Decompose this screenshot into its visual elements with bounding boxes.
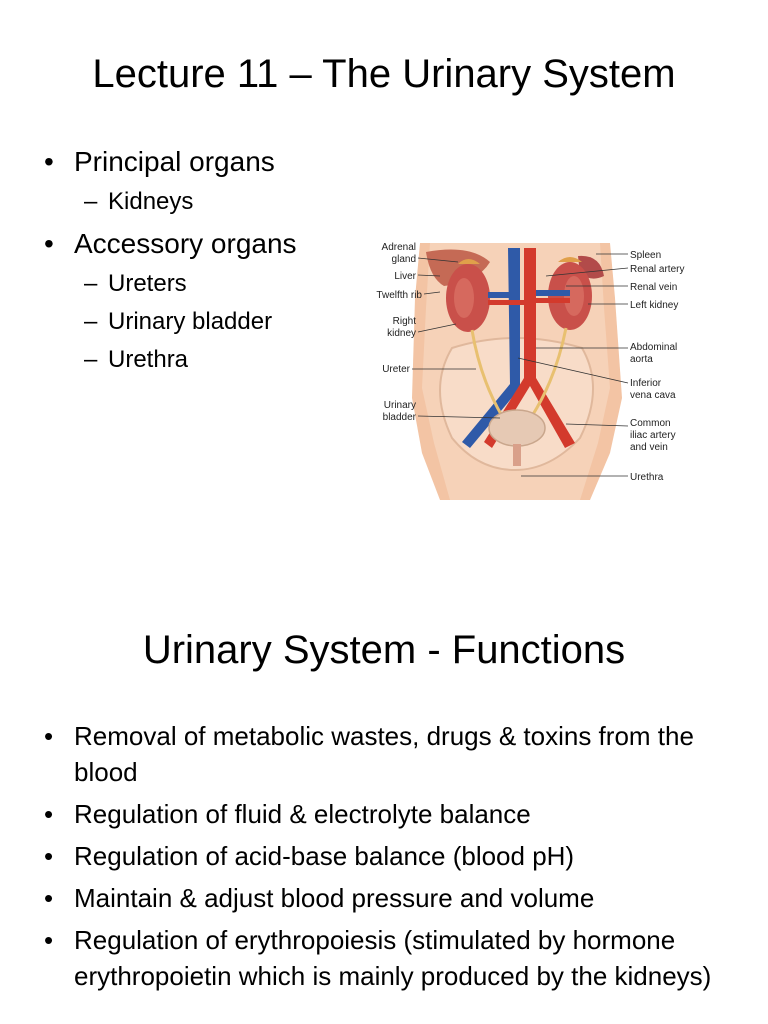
- sub-bullet-urinary-bladder: Urinary bladder: [0, 307, 360, 337]
- bullet-fluid-electrolyte: Regulation of fluid & electrolyte balanc…: [0, 796, 720, 832]
- slide-1-bullet-list: Principal organs Kidneys Accessory organ…: [0, 145, 360, 375]
- label-liver: Liver: [394, 271, 416, 282]
- slide-2: Urinary System - Functions Removal of me…: [0, 590, 768, 1024]
- slide-1: Lecture 11 – The Urinary System Principa…: [0, 0, 768, 560]
- bullet-accessory-organs: Accessory organs: [0, 227, 360, 261]
- bullet-principal-organs: Principal organs: [0, 145, 360, 179]
- urinary-system-diagram: Adrenal gland Liver Twelfth rib Right ki…: [360, 238, 720, 500]
- sub-bullet-kidneys: Kidneys: [0, 187, 360, 217]
- label-aorta: aorta: [630, 354, 653, 365]
- ureter-shape: [470, 329, 504, 417]
- bullet-blood-pressure: Maintain & adjust blood pressure and vol…: [0, 880, 720, 916]
- bullet-acid-base: Regulation of acid-base balance (blood p…: [0, 838, 720, 874]
- vena-cava-shape: [462, 248, 520, 448]
- label-right: Right: [393, 316, 417, 327]
- label-kidney: kidney: [387, 328, 416, 339]
- slide-2-bullet-list: Removal of metabolic wastes, drugs & tox…: [0, 718, 720, 994]
- label-vena-cava: vena cava: [630, 390, 676, 401]
- label-ureter: Ureter: [382, 364, 410, 375]
- aorta-shape: [484, 248, 575, 448]
- label-iliac-artery: iliac artery: [630, 430, 676, 441]
- label-abdominal: Abdominal: [630, 342, 677, 353]
- label-urinary: Urinary: [384, 400, 416, 411]
- urethra-shape: [513, 444, 521, 466]
- bladder-shape: [488, 409, 546, 447]
- sub-bullet-urethra: Urethra: [0, 345, 360, 375]
- sub-bullet-ureters: Ureters: [0, 269, 360, 299]
- label-inferior: Inferior: [630, 378, 662, 389]
- bullet-erythropoiesis: Regulation of erythropoiesis (stimulated…: [0, 922, 720, 994]
- label-adrenal: Adrenal: [382, 242, 416, 253]
- bullet-removal-of-wastes: Removal of metabolic wastes, drugs & tox…: [0, 718, 720, 790]
- label-spleen: Spleen: [630, 250, 661, 261]
- slide-2-title: Urinary System - Functions: [142, 628, 626, 672]
- label-renal-artery: Renal artery: [630, 264, 684, 275]
- slide-1-title: Lecture 11 – The Urinary System: [92, 52, 676, 96]
- label-urethra: Urethra: [630, 472, 664, 483]
- label-left-kidney: Left kidney: [630, 300, 678, 311]
- label-common: Common: [630, 418, 671, 429]
- label-twelfth-rib: Twelfth rib: [376, 290, 422, 301]
- label-and-vein: and vein: [630, 442, 668, 453]
- label-bladder: bladder: [383, 412, 417, 423]
- label-gland: gland: [392, 254, 416, 265]
- label-renal-vein: Renal vein: [630, 282, 677, 293]
